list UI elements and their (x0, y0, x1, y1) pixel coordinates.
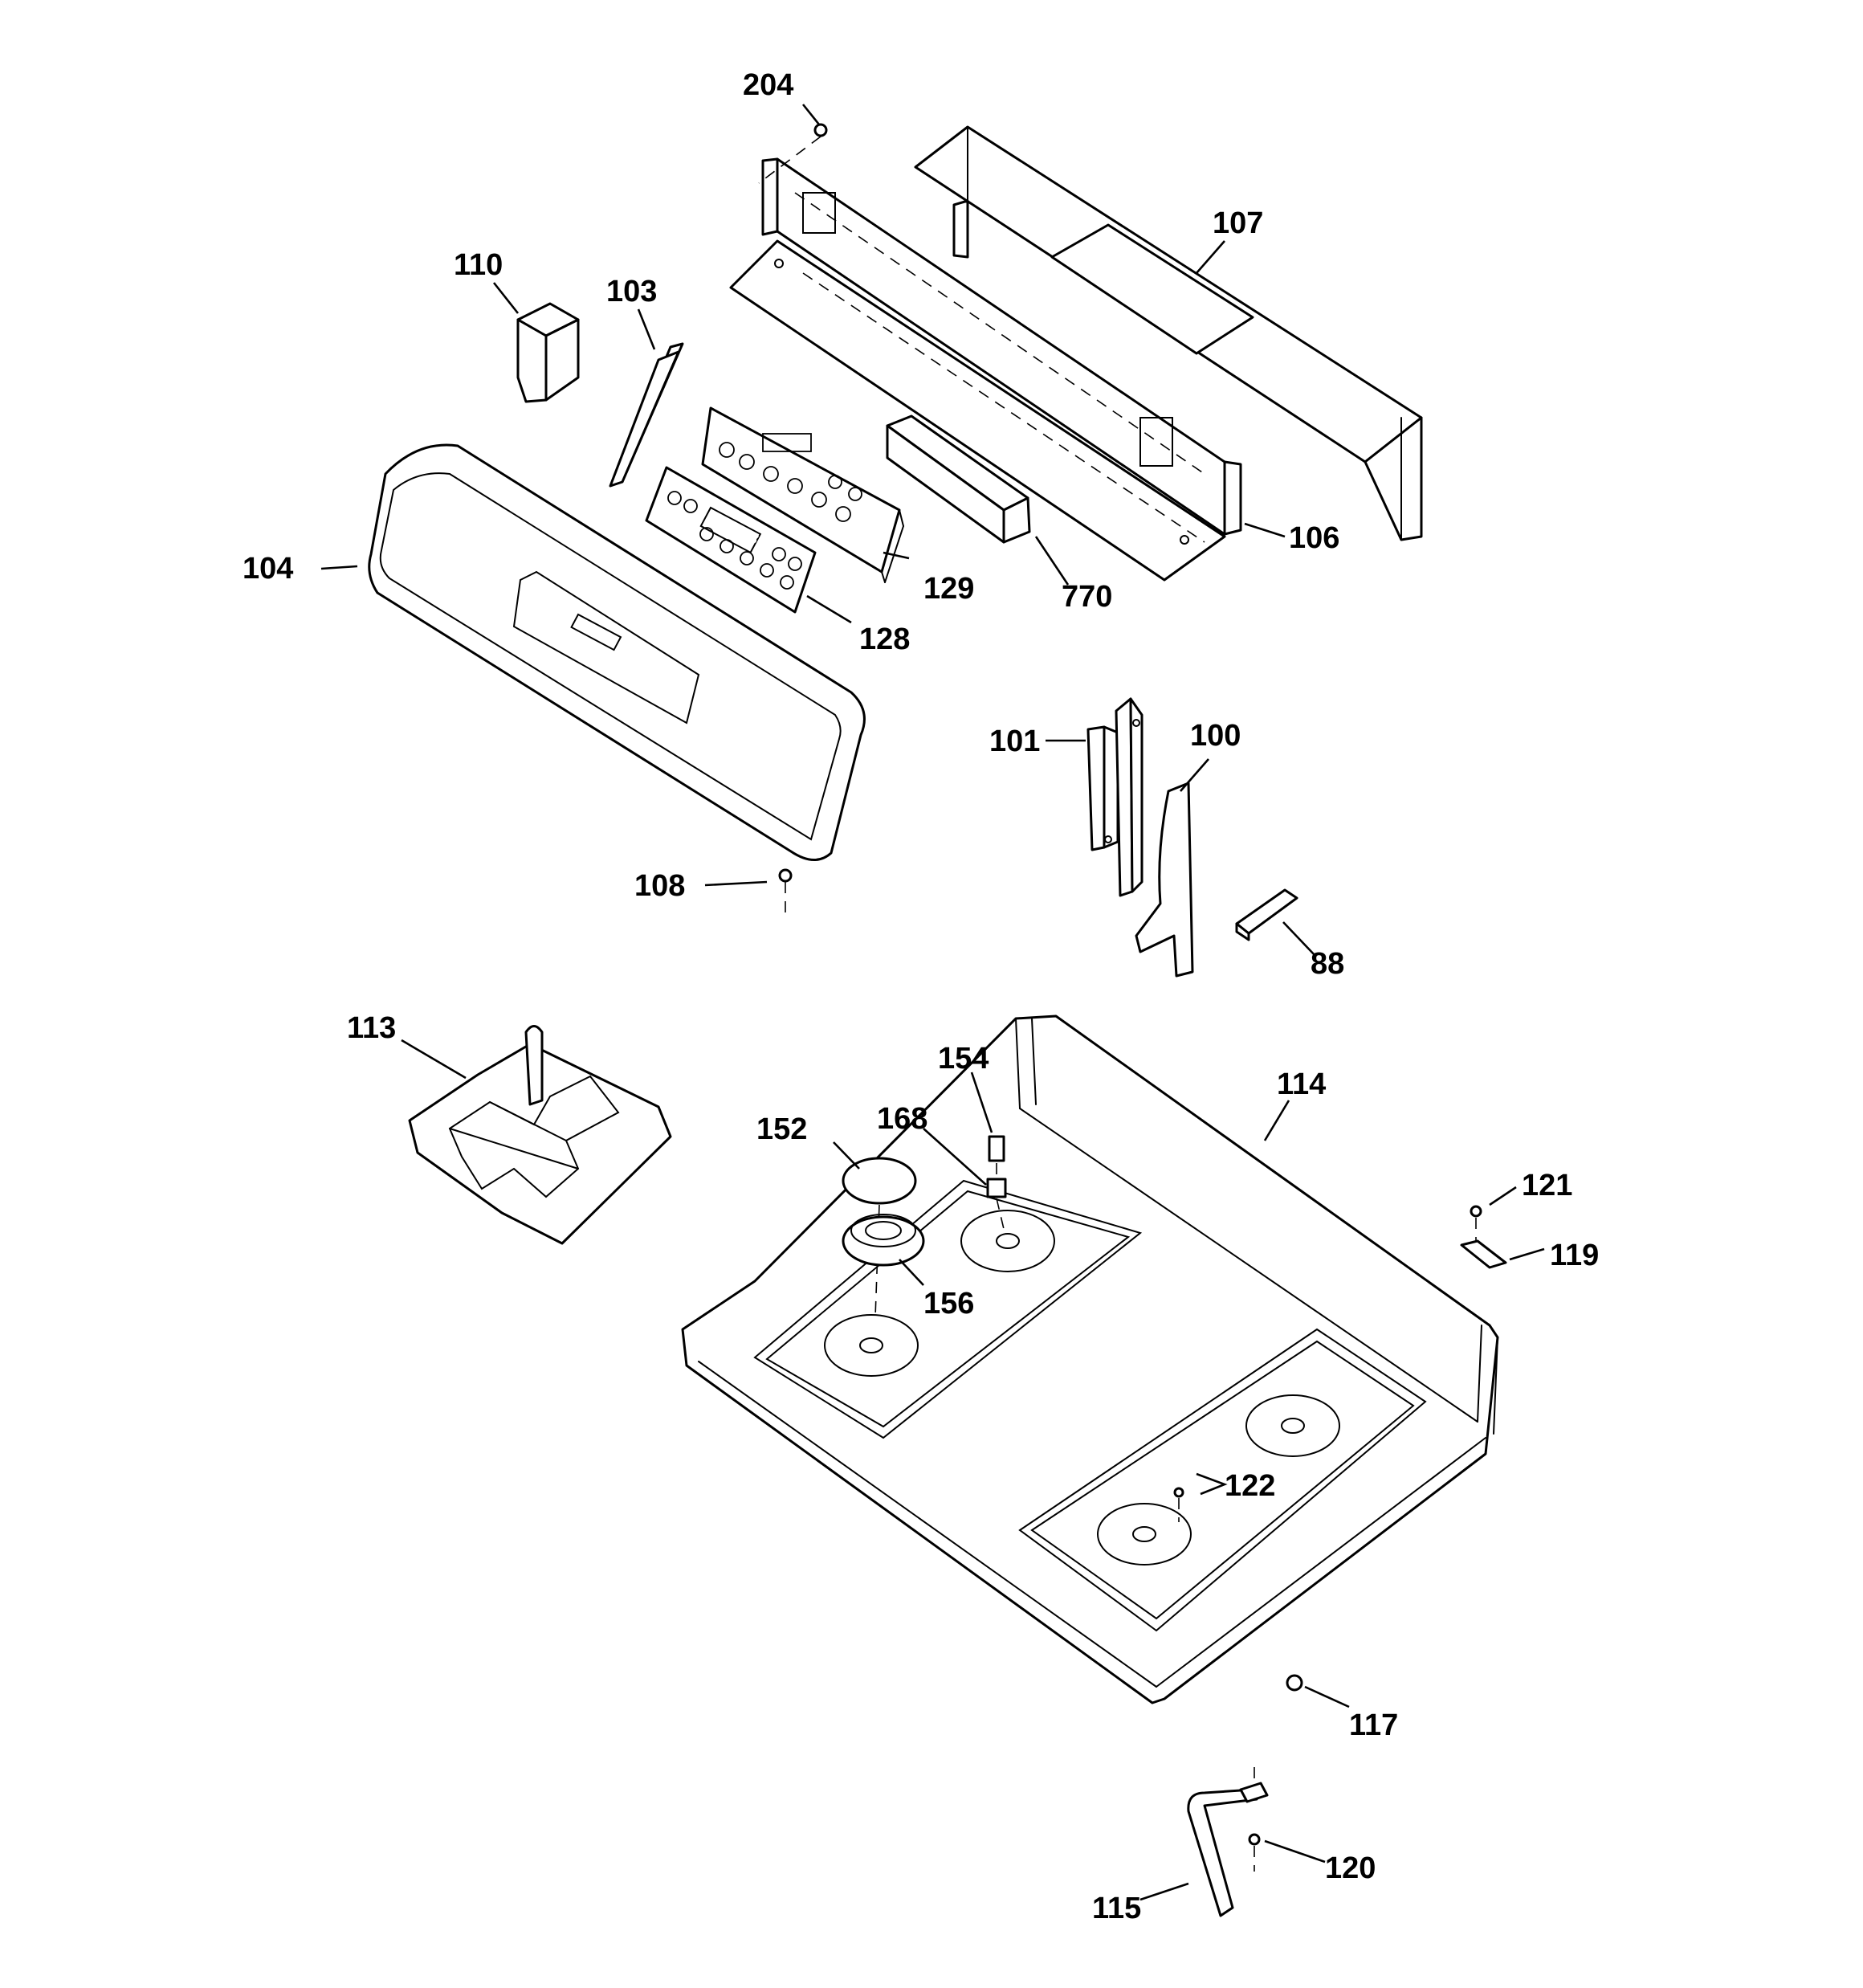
part-120-screw (1248, 1833, 1261, 1872)
part-129-control-board (701, 406, 904, 583)
burner-ring-left-front (824, 1314, 919, 1377)
label-110: 110 (454, 248, 503, 282)
part-106-backsplash (729, 157, 1242, 582)
label-115: 115 (1092, 1892, 1141, 1925)
label-117: 117 (1349, 1708, 1398, 1742)
label-122: 122 (1225, 1469, 1275, 1503)
label-114: 114 (1277, 1067, 1326, 1101)
part-119-bracket (1460, 1239, 1507, 1269)
burner-ring-right-front (1097, 1503, 1192, 1565)
part-115-gas-tube (1187, 1767, 1269, 1917)
part-100-bracket (1135, 782, 1194, 978)
part-770-bracket (886, 414, 1031, 544)
part-108-screw (778, 868, 793, 916)
part-204-screw (758, 123, 828, 184)
part-number-labels: 204 107 110 103 104 129 128 770 106 101 … (243, 68, 1599, 1925)
label-128: 128 (859, 623, 910, 656)
part-107-rear-trim (914, 125, 1423, 541)
label-103: 103 (606, 275, 657, 308)
label-120: 120 (1325, 1851, 1376, 1885)
label-100: 100 (1190, 719, 1241, 753)
label-154: 154 (938, 1042, 989, 1076)
part-154-electrode (988, 1135, 1005, 1162)
label-156: 156 (923, 1287, 974, 1321)
keypad-keys (719, 433, 862, 522)
part-128-keypad-overlay: 88:88 (645, 466, 817, 614)
label-104: 104 (243, 552, 293, 586)
part-104-control-panel (368, 443, 866, 861)
label-107: 107 (1213, 206, 1263, 240)
label-108: 108 (634, 869, 685, 903)
label-770: 770 (1062, 580, 1112, 614)
part-122-screw (1173, 1487, 1184, 1522)
label-113: 113 (347, 1011, 396, 1045)
part-121-screw (1470, 1205, 1482, 1245)
label-121: 121 (1522, 1169, 1572, 1202)
label-88: 88 (1311, 947, 1344, 981)
label-204: 204 (743, 68, 793, 102)
part-103-bracket (609, 342, 684, 488)
part-88-clip (1235, 888, 1298, 941)
label-119: 119 (1550, 1239, 1599, 1272)
label-152: 152 (756, 1112, 807, 1146)
burner-ring-left-rear (960, 1210, 1055, 1272)
leader-lines (320, 104, 1545, 1901)
part-113-burner-grate (408, 1025, 672, 1245)
part-117-nut (1286, 1674, 1303, 1692)
part-110-module (516, 302, 580, 403)
part-152-burner-cap (842, 1157, 917, 1205)
label-168: 168 (877, 1102, 927, 1136)
label-106: 106 (1289, 521, 1339, 555)
label-101: 101 (989, 725, 1040, 758)
burner-ring-right-rear (1245, 1394, 1340, 1457)
part-101-side-bracket (1086, 697, 1143, 897)
part-156-burner-head (842, 1214, 925, 1267)
part-168-orifice (986, 1178, 1007, 1198)
label-129: 129 (923, 572, 974, 606)
